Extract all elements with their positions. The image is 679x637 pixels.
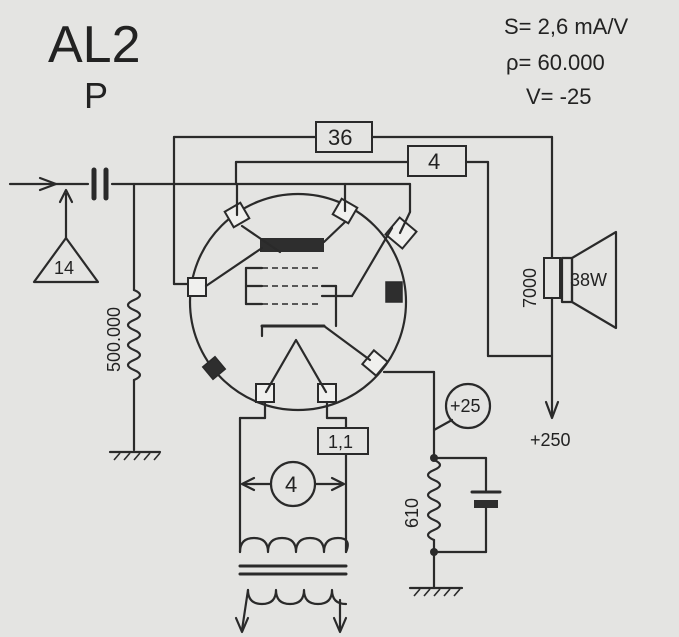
speaker-label: 38W <box>570 270 607 290</box>
cathode-circuit: +25 610 <box>382 370 502 597</box>
top-box-label: 36 <box>328 125 352 150</box>
top-feedback-path: 36 <box>172 121 554 286</box>
output-transformer: 7000 +250 <box>520 257 571 450</box>
tube-envelope <box>187 182 418 412</box>
cathode-resistor-label: 610 <box>402 498 422 528</box>
box-1-1 <box>317 427 369 455</box>
transformer-ohms-label: 7000 <box>520 268 540 308</box>
pin-8 <box>255 383 275 403</box>
spec-transconductance: S= 2,6 mA/V <box>504 14 628 39</box>
speaker: 38W <box>560 230 618 330</box>
bias-circle-label: +25 <box>450 396 481 416</box>
input-source-triangle: 14 <box>32 188 100 284</box>
tube-name: AL2 <box>48 16 141 74</box>
supply-label: +250 <box>530 430 571 450</box>
pin-7 <box>360 348 390 378</box>
pin-5 <box>385 281 403 303</box>
filament-circuit: 1,1 4 <box>234 400 369 634</box>
grid-resistor: 500.000 <box>104 182 162 461</box>
pin-9 <box>317 383 337 403</box>
bias-circle <box>444 382 492 430</box>
transformer-winding <box>543 257 561 299</box>
pin-6 <box>201 355 227 381</box>
input-triangle-label: 14 <box>54 258 74 278</box>
second-box-label: 4 <box>428 149 440 174</box>
spec-bias: V= -25 <box>526 84 591 109</box>
input-line <box>8 167 412 201</box>
filament-box-label: 1,1 <box>328 432 353 452</box>
pin-4 <box>187 277 207 297</box>
tube-base: P <box>84 75 108 116</box>
second-path: 4 <box>234 145 554 358</box>
box-36 <box>315 121 373 153</box>
filament-voltage-label: 4 <box>285 472 297 497</box>
filament-voltage-circle <box>269 460 317 508</box>
spec-resistance: ρ= 60.000 <box>506 50 605 75</box>
grid-resistor-label: 500.000 <box>104 307 124 372</box>
